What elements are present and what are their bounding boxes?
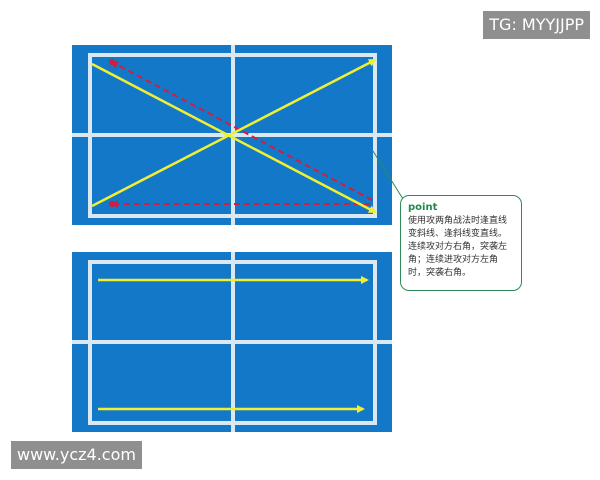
court-top <box>72 45 392 225</box>
yellow-route-diagonal-up <box>91 58 377 208</box>
red-route-diagonal <box>110 61 373 201</box>
callout-title: point <box>408 202 438 213</box>
watermark-top: TG: MYYJJPP <box>483 11 590 39</box>
red-route-start-dot <box>109 59 115 65</box>
callout-body: 使用攻两角战法时逢直线变斜线、逢斜线变直线。连续攻对方右角，突袭左角；连续进攻对… <box>408 216 508 278</box>
callout-connector-line <box>372 150 404 200</box>
yellow-route-diagonal-down <box>91 62 377 214</box>
watermark-bottom: www.ycz4.com <box>11 441 142 469</box>
point-callout: point 使用攻两角战法时逢直线变斜线、逢斜线变直线。连续攻对方右角，突袭左角… <box>400 195 522 291</box>
court-bottom <box>72 252 392 432</box>
red-route-end-dot <box>109 201 115 207</box>
